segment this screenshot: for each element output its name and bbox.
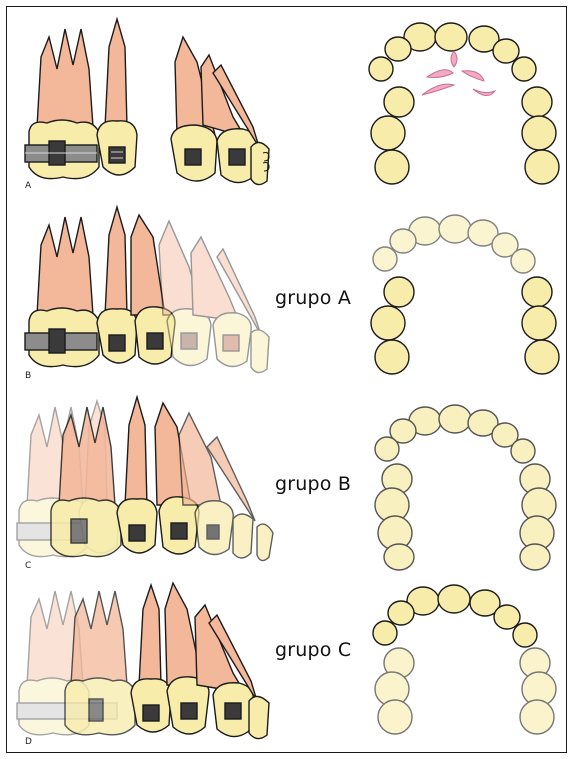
premolar-tooth <box>97 19 137 175</box>
lateral-teeth-view <box>17 583 269 739</box>
posterior-teeth-overlay <box>375 648 556 734</box>
occlusal-arch-view <box>375 405 556 570</box>
panel-b: grupo A B <box>7 197 568 387</box>
group-label: grupo A <box>275 287 351 309</box>
palatal-rugae <box>422 51 495 96</box>
panel-c: grupo B C <box>7 387 568 577</box>
panel-d-illustration <box>7 577 568 753</box>
occlusal-arch-view <box>369 23 559 184</box>
group-label: grupo C <box>275 639 351 661</box>
occlusal-arch-view <box>371 215 559 374</box>
lateral-teeth-view <box>17 397 273 561</box>
ghost-teeth <box>159 221 269 373</box>
figure-frame: A <box>6 6 567 753</box>
panel-letter: B <box>25 371 31 381</box>
panel-a: A <box>7 7 568 197</box>
molar-tooth <box>51 407 121 557</box>
lateral-teeth-view <box>25 19 269 185</box>
panel-letter: A <box>25 181 31 191</box>
premolar-tooth <box>117 397 157 553</box>
panel-a-illustration <box>7 7 568 197</box>
group-label: grupo B <box>275 473 351 495</box>
molar-tooth <box>25 29 99 179</box>
panel-letter: D <box>25 737 32 747</box>
occlusal-arch-view <box>373 585 556 734</box>
panel-letter: C <box>25 561 31 571</box>
panel-d: grupo C D <box>7 577 568 753</box>
lateral-teeth-view <box>25 207 269 373</box>
anterior-teeth-overlay <box>373 215 535 273</box>
molar-tooth <box>25 217 99 367</box>
